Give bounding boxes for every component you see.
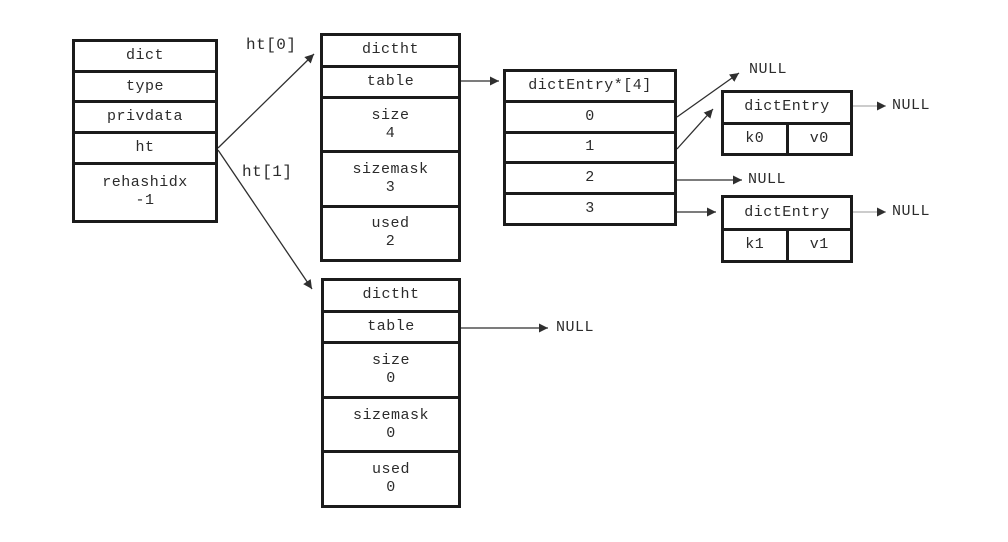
- entry1-box: dictEntry k1 v1: [721, 195, 853, 263]
- cell-value: 0: [386, 479, 396, 497]
- dict-row-privdata: privdata: [75, 100, 215, 131]
- cell-label: 0: [585, 107, 595, 125]
- bucket-slot-0: 0: [506, 99, 674, 131]
- null-label-entry1-next: NULL: [892, 203, 931, 220]
- dictht0-title: dictht: [323, 36, 458, 65]
- dict-row-title: dict: [75, 42, 215, 70]
- entry0-key-cell: k0: [745, 129, 765, 147]
- null-label-entry0-next: NULL: [892, 97, 931, 114]
- cell-label: ht: [135, 138, 155, 156]
- arrow-slot1-to-entry0: [676, 108, 714, 150]
- cell-value: 4: [385, 124, 396, 142]
- cell-label: 1: [585, 138, 595, 156]
- dictht0-box: dictht table size 4 sizemask 3 used 2: [320, 33, 461, 262]
- cell-label: size: [371, 352, 410, 370]
- cell-label: sizemask: [352, 406, 429, 424]
- cell-label: sizemask: [352, 161, 429, 179]
- entry0-box: dictEntry k0 v0: [721, 90, 853, 156]
- dict-row-rehashidx: rehashidx -1: [75, 161, 215, 220]
- dictht0-row-sizemask: sizemask 3: [323, 150, 458, 204]
- cell-label: 2: [585, 169, 595, 187]
- cell-label: size: [371, 106, 410, 124]
- bucket-slot-3: 3: [506, 192, 674, 223]
- dict-row-ht: ht: [75, 131, 215, 162]
- cell-value: 0: [386, 370, 396, 388]
- cell-label: privdata: [106, 108, 183, 126]
- cell-label: 3: [585, 200, 595, 218]
- entry1-key-cell: k1: [745, 236, 765, 254]
- null-label-slot2: NULL: [748, 171, 787, 188]
- ht1-pointer-label: ht[1]: [242, 163, 293, 181]
- dictht0-row-table: table: [323, 64, 458, 97]
- bucket-array-box: dictEntry*[4] 0 1 2 3: [503, 69, 677, 226]
- cell-label: used: [371, 461, 410, 479]
- bucket-slot-1: 1: [506, 130, 674, 162]
- cell-label: rehashidx: [102, 174, 188, 192]
- cell-label: dict: [125, 46, 164, 64]
- cell-label: type: [125, 77, 164, 95]
- arrow-ht0: [217, 53, 315, 149]
- bucket-array-title: dictEntry*[4]: [506, 72, 674, 100]
- cell-label: dictht: [362, 286, 420, 304]
- cell-label: table: [367, 317, 415, 335]
- cell-label: dictht: [361, 41, 419, 59]
- cell-value: 0: [386, 424, 396, 442]
- entry1-kv-row: k1 v1: [724, 227, 851, 260]
- null-label-slot0: NULL: [749, 61, 788, 78]
- dictht0-row-used: used 2: [323, 204, 458, 259]
- dictht0-row-size: size 4: [323, 96, 458, 150]
- dictht1-row-sizemask: sizemask 0: [324, 395, 458, 451]
- dict-row-type: type: [75, 69, 215, 101]
- cell-value: 2: [385, 233, 396, 251]
- cell-label: table: [366, 72, 415, 90]
- entry0-kv-row: k0 v0: [724, 121, 851, 153]
- entry1-title: dictEntry: [724, 198, 850, 228]
- entry0-value-cell: v0: [785, 124, 851, 153]
- entry0-title: dictEntry: [724, 93, 850, 122]
- entry1-value-cell: v1: [785, 230, 851, 260]
- null-label-ht1-table: NULL: [556, 319, 595, 336]
- cell-label: dictEntry: [744, 98, 830, 116]
- dictht1-row-size: size 0: [324, 341, 458, 396]
- dictht1-box: dictht table size 0 sizemask 0 used 0: [321, 278, 461, 508]
- dictht1-row-used: used 0: [324, 450, 458, 505]
- cell-label: dictEntry: [744, 203, 830, 221]
- dictht1-row-table: table: [324, 309, 458, 342]
- cell-value: 3: [385, 179, 396, 197]
- cell-label: used: [371, 215, 410, 233]
- cell-label: dictEntry*[4]: [528, 76, 652, 94]
- ht0-pointer-label: ht[0]: [246, 36, 297, 54]
- dictht1-title: dictht: [324, 281, 458, 310]
- cell-value: -1: [135, 192, 155, 210]
- dict-struct-box: dict type privdata ht rehashidx -1: [72, 39, 218, 223]
- bucket-slot-2: 2: [506, 161, 674, 192]
